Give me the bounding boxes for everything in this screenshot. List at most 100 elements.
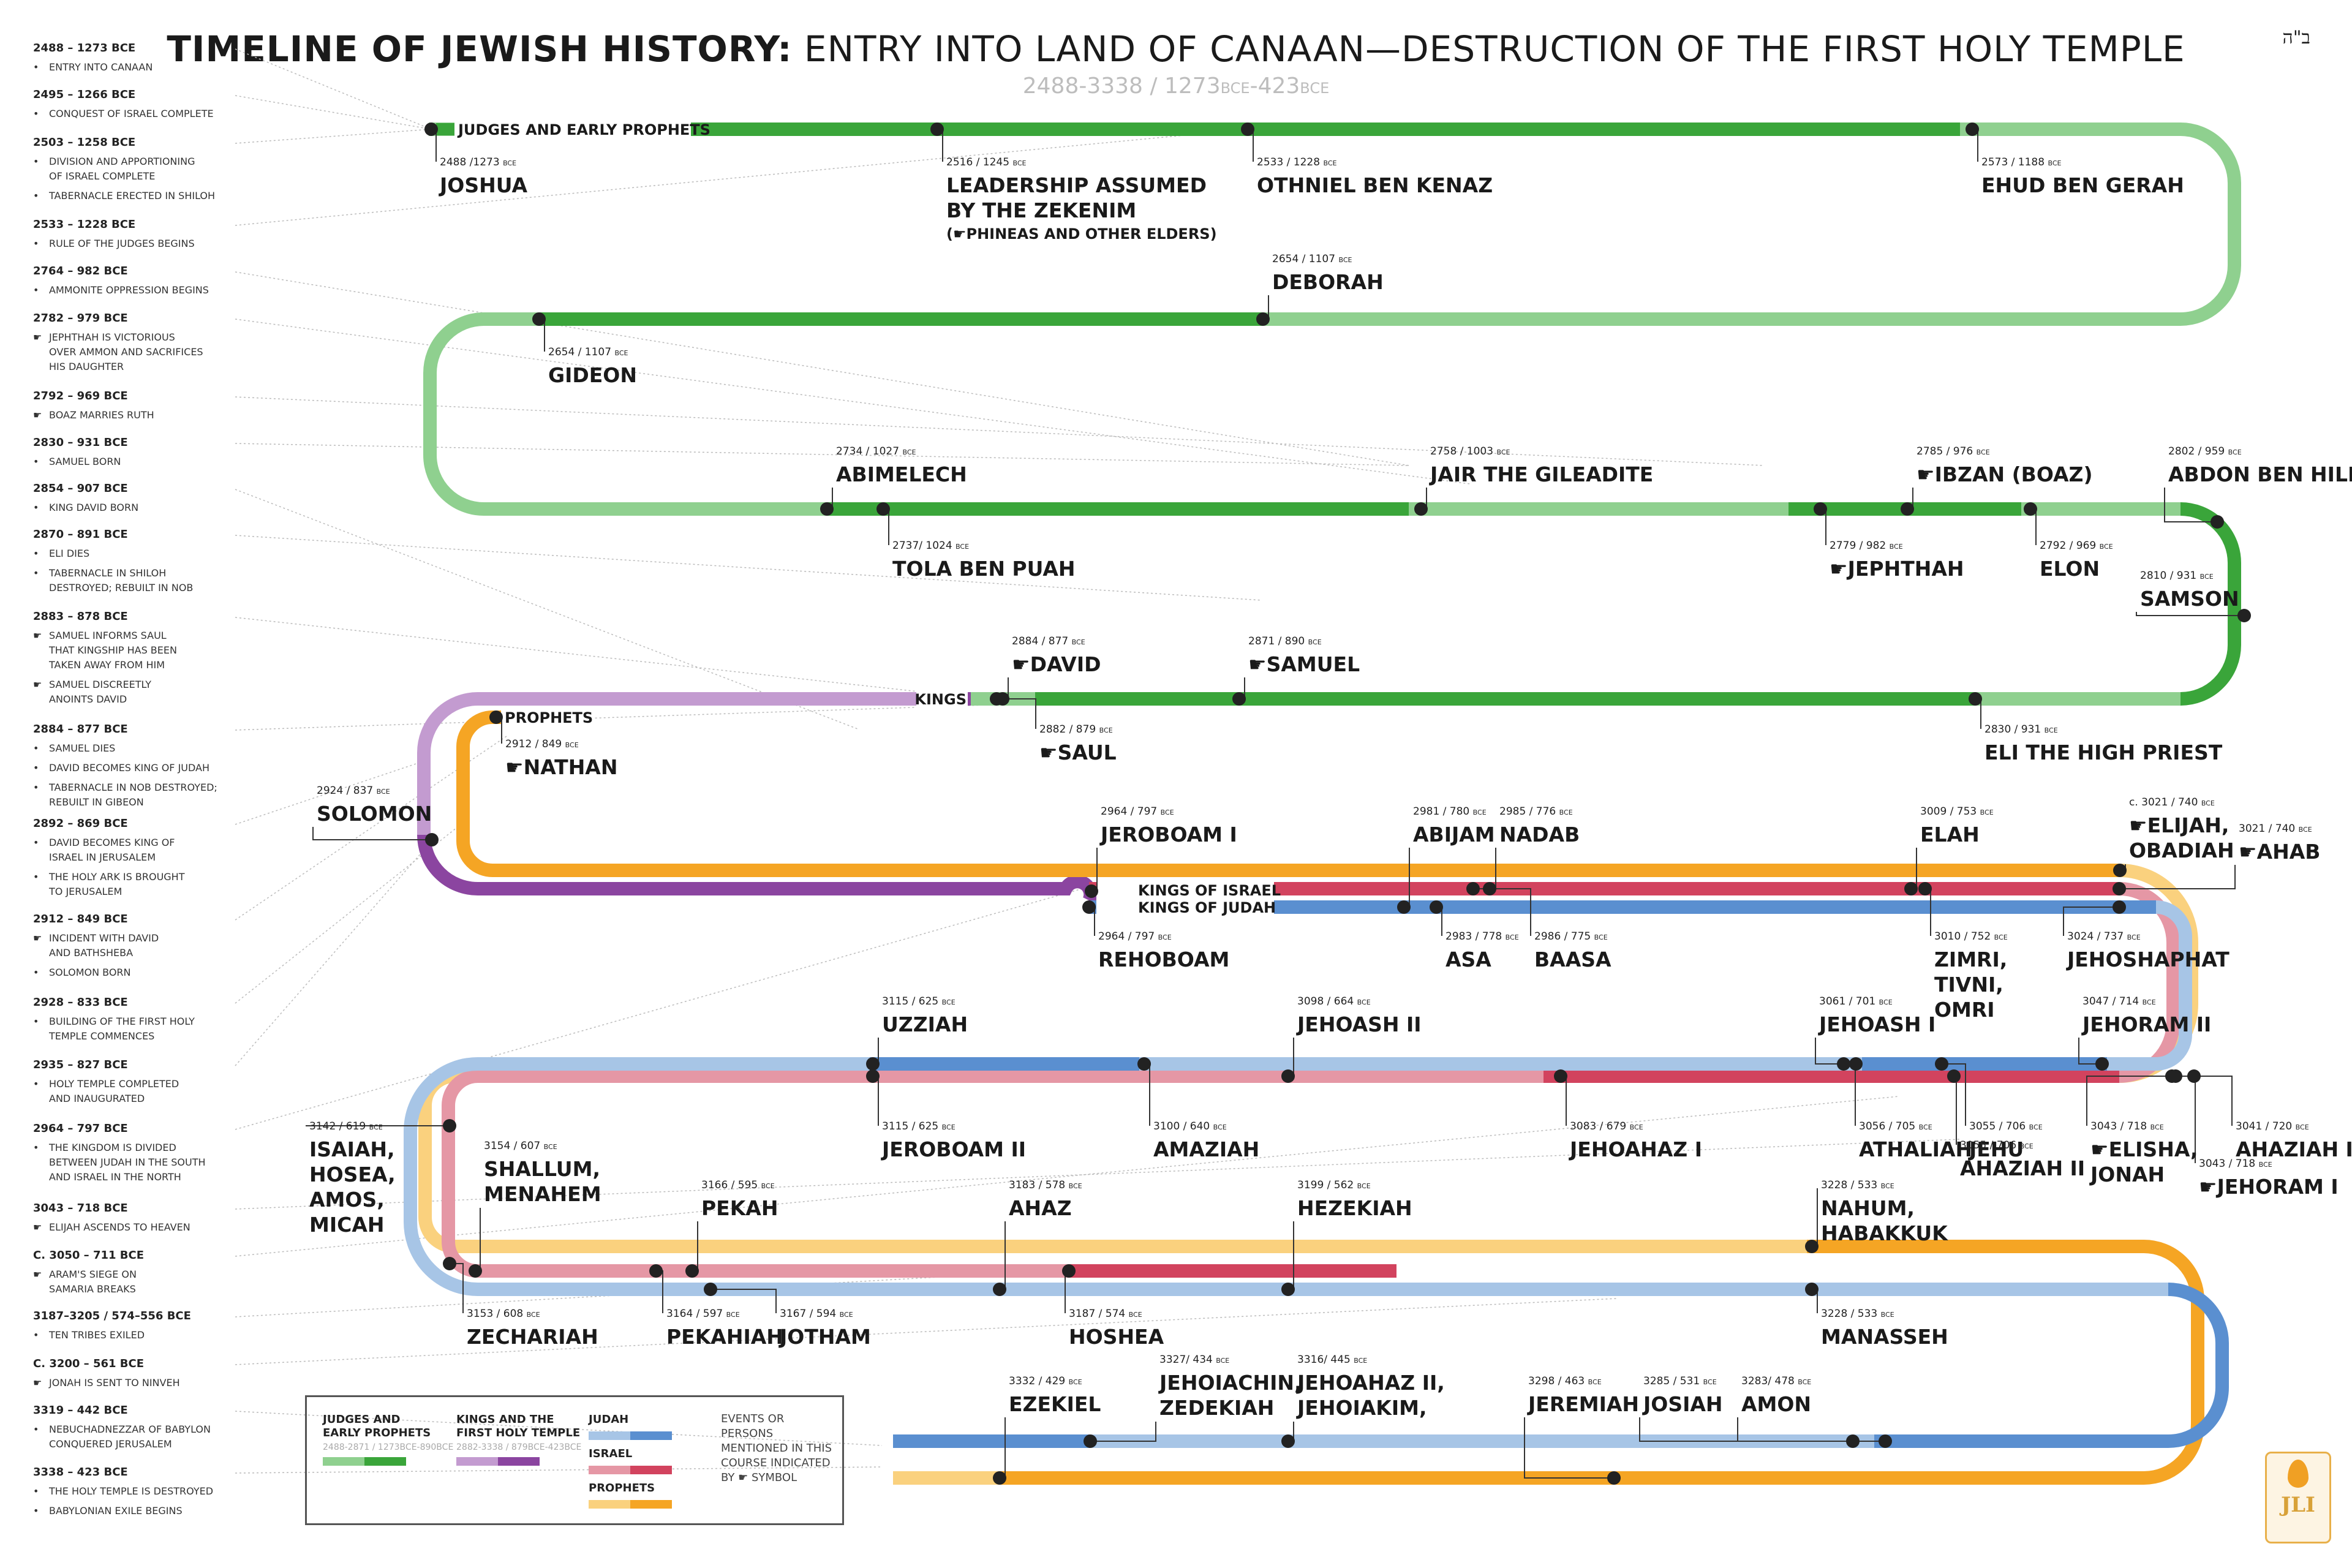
event-name: SOLOMON: [317, 802, 432, 826]
sidebar-entry-date: 2830 – 931 BCE: [33, 436, 128, 449]
sidebar-guide-line: [235, 95, 432, 130]
event-date: 3166 / 595 BCE: [701, 1179, 775, 1191]
hand-pointer-icon: ☛: [33, 1377, 42, 1389]
event-date: 2488 /1273 BCE: [440, 156, 516, 168]
event-dot-deborah: [1256, 312, 1270, 326]
event-date: 3332 / 429 BCE: [1009, 1375, 1082, 1387]
event-date: 2810 / 931 BCE: [2140, 570, 2214, 582]
event-date: 2654 / 1107 BCE: [1272, 253, 1352, 265]
page-title-bold: TIMELINE OF JEWISH HISTORY:: [167, 28, 793, 70]
tracks: [404, 121, 2241, 1485]
event-date: 2737/ 1024 BCE: [892, 540, 969, 552]
event-name: PEKAH: [701, 1196, 778, 1220]
leader-ahaziah-ii: [1954, 1076, 1957, 1145]
event-ibzan-boaz: 2785 / 976 BCE☛IBZAN (BOAZ): [1917, 445, 2093, 486]
event-name: AMON: [1741, 1392, 1811, 1416]
sidebar-entry-date: C. 3050 – 711 BCE: [33, 1249, 144, 1262]
sidebar-entry: 2884 – 877 BCE•SAMUEL DIES•DAVID BECOMES…: [33, 723, 217, 808]
event-nathan: 2912 / 849 BCE☛NATHAN: [505, 738, 617, 779]
hand-pointer-icon: ☛: [33, 679, 42, 690]
sidebar-guide-line: [235, 129, 432, 144]
event-date: 3283/ 478 BCE: [1741, 1375, 1811, 1387]
legend-swatch-kings-dark: [498, 1457, 540, 1466]
sidebar-entry-text: BOAZ MARRIES RUTH: [49, 409, 154, 421]
logo-text: JLI: [2281, 1493, 2315, 1517]
bullet-icon: •: [33, 837, 39, 848]
legend-swatch-judges-light: [323, 1457, 364, 1466]
event-name: NADAB: [1499, 823, 1580, 846]
bullet-icon: •: [33, 156, 39, 167]
event-dot-asa: [1430, 900, 1443, 914]
event-dot-jehoahaz-i: [1554, 1069, 1567, 1083]
bullet-icon: •: [33, 108, 39, 119]
track-label-prophets: PROPHETS: [505, 709, 593, 726]
leader-jehoram-ii: [2078, 1038, 2102, 1065]
leader-abdon-ben-hillel: [2164, 488, 2217, 522]
hand-pointer-icon: ☛: [33, 1268, 42, 1280]
track-label-judah: KINGS OF JUDAH: [1138, 899, 1276, 916]
event-date: 3285 / 531 BCE: [1643, 1375, 1717, 1387]
event-date: 2983 / 778 BCE: [1446, 930, 1519, 943]
event-dot-tola-ben-puah: [876, 502, 890, 516]
sidebar-entry-text: SOLOMON BORN: [49, 967, 131, 978]
track-judah-turn: [1874, 1283, 2229, 1448]
event-elijah: c. 3021 / 740 BCE ☛ELIJAH,OBADIAH: [2129, 796, 2234, 862]
sidebar-entry-date: 3043 – 718 BCE: [33, 1202, 128, 1215]
sidebar-entry-text: TABERNACLE IN NOB DESTROYED;REBUILT IN G…: [48, 782, 217, 808]
event-name: JAIR THE GILEADITE: [1429, 462, 1653, 486]
track-label-judges: JUDGES AND EARLY PROPHETS: [457, 121, 710, 138]
event-dot-ibzan-boaz: [1901, 502, 1914, 516]
sidebar-entry-date: 2533 – 1228 BCE: [33, 218, 135, 231]
legend-swatch-judah-light: [589, 1431, 630, 1440]
event-name: AHAZIAH II: [1960, 1156, 2085, 1180]
event-name: REHOBOAM: [1098, 948, 1229, 971]
event-name: ZIMRI,TIVNI,OMRI: [1934, 948, 2007, 1022]
event-date: 3083 / 679 BCE: [1570, 1120, 1643, 1133]
event-ahab: 3021 / 740 BCE☛AHAB: [2239, 823, 2320, 864]
event-name: ☛ELIJAH,OBADIAH: [2129, 813, 2234, 862]
sidebar-guide-line: [235, 443, 1409, 466]
sidebar-guide-line: [235, 396, 1765, 466]
flame-icon: [2288, 1460, 2309, 1488]
legend-kings-range: 2882-3338 / 879BCE-423BCE: [456, 1442, 582, 1452]
event-dot-hezekiah: [1281, 1283, 1295, 1296]
event-name: ATHALIAH: [1859, 1137, 1972, 1161]
event-name: EHUD BEN GERAH: [1981, 173, 2184, 197]
event-dot-ezekiel: [993, 1471, 1006, 1485]
event-date: 3024 / 737 BCE: [2067, 930, 2141, 943]
leader-samson: [2136, 612, 2244, 616]
hand-pointer-icon: ☛: [33, 932, 42, 944]
sidebar-entry-text: ENTRY INTO CANAAN: [49, 61, 153, 73]
subtitle-ce-a-unit: BCE: [1220, 80, 1250, 97]
leader-ahab: [2119, 865, 2236, 889]
event-date: 3041 / 720 BCE: [2236, 1120, 2309, 1133]
event-name: OTHNIEL BEN KENAZ: [1257, 173, 1493, 197]
sidebar-entry: 2928 – 833 BCE•BUILDING OF THE FIRST HOL…: [33, 996, 195, 1042]
event-dot-nahum: [1805, 1240, 1819, 1253]
sidebar-guide-line: [235, 704, 1005, 731]
event-name: JEHU: [1968, 1137, 2024, 1161]
sidebar-entry-date: 2495 – 1266 BCE: [33, 88, 135, 101]
sidebar-entry: 2764 – 982 BCE•AMMONITE OPPRESSION BEGIN…: [33, 265, 209, 296]
bullet-icon: •: [33, 782, 39, 793]
event-date: c. 3021 / 740 BCE: [2129, 796, 2215, 809]
